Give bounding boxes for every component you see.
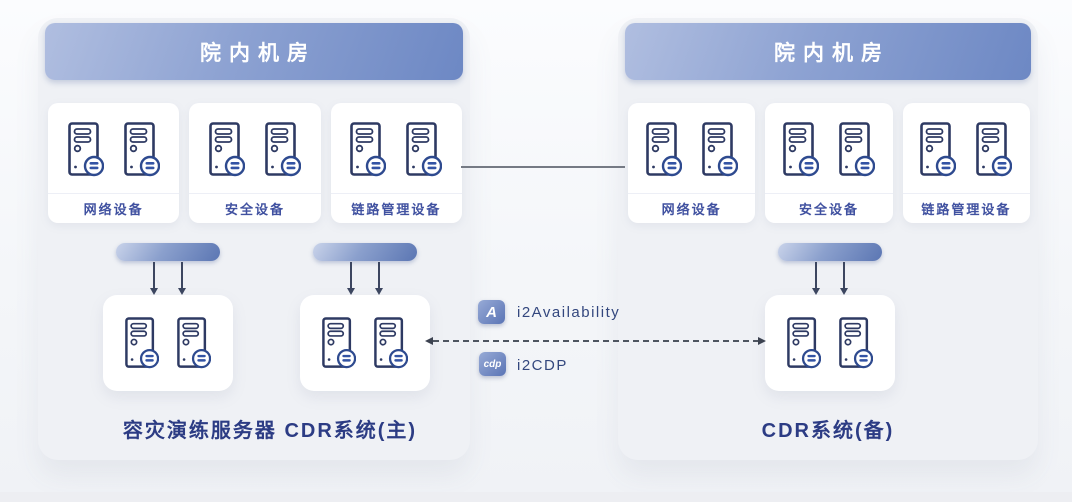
down-arrow [375,262,383,295]
server-icon [350,122,387,178]
server-icon [322,316,356,370]
i2availability-label: i2Availability [517,304,621,321]
i2availability-logo-icon: A [478,300,505,324]
load-balancer-bar [778,243,882,261]
server-icon [406,122,443,178]
device-card-row: 网络设备 安全设备 链路管理设备 [628,103,1030,223]
caption-cdr-primary: 容灾演练服务器 CDR系统(主) [122,420,418,442]
server-cluster-box [300,295,430,391]
down-arrow [347,262,355,295]
device-label-link-mgmt: 链路管理设备 [902,193,1030,223]
device-card-link-mgmt: 链路管理设备 [330,103,462,223]
cluster-cdr-standby [765,243,895,391]
cluster-drill-servers [103,243,233,391]
server-icon [209,122,245,178]
device-card-security: 安全设备 [189,103,321,223]
server-icon [787,316,821,370]
server-icon [177,316,211,370]
down-arrow [812,262,820,295]
server-icon [839,122,875,178]
server-icon [645,122,682,178]
replication-arrowhead-left [425,337,433,345]
i2cdp-logo-icon: cdp [479,352,506,376]
server-icon [125,316,159,370]
server-icon [976,122,1013,178]
room-panel-primary: 院内机房 网络设备 安全设备 [38,18,470,460]
device-card-security: 安全设备 [765,103,893,223]
device-label-network: 网络设备 [48,193,180,223]
device-card-network: 网络设备 [628,103,756,223]
down-arrow [840,262,848,295]
load-balancer-bar [116,243,220,261]
server-icon [920,122,957,178]
server-cluster-box [765,295,895,391]
device-card-network: 网络设备 [48,103,180,223]
device-label-security: 安全设备 [189,193,321,223]
server-icon [67,122,104,178]
device-card-link-mgmt: 链路管理设备 [902,103,1030,223]
device-card-row: 网络设备 安全设备 链路管理设备 [48,103,462,223]
down-arrow [178,262,186,295]
room-panel-standby: 院内机房 网络设备 安全设备 [618,18,1038,460]
down-arrow [150,262,158,295]
load-balancer-bar [313,243,417,261]
device-label-security: 安全设备 [765,193,893,223]
server-cluster-box [103,295,233,391]
server-icon [374,316,408,370]
room-header-primary: 院内机房 [45,23,463,80]
caption-cdr-standby: CDR系统(备) [761,420,895,442]
i2cdp-label: i2CDP [517,357,568,374]
device-label-network: 网络设备 [628,193,756,223]
replication-dashed-line [433,340,759,342]
bottom-strip [0,492,1072,502]
server-icon [265,122,301,178]
network-link-line [461,166,625,168]
server-icon [701,122,738,178]
server-icon [123,122,160,178]
cluster-cdr-primary [300,243,430,391]
server-icon [839,316,873,370]
replication-arrowhead-right [758,337,766,345]
room-header-standby: 院内机房 [625,23,1031,80]
server-icon [783,122,819,178]
device-label-link-mgmt: 链路管理设备 [330,193,462,223]
